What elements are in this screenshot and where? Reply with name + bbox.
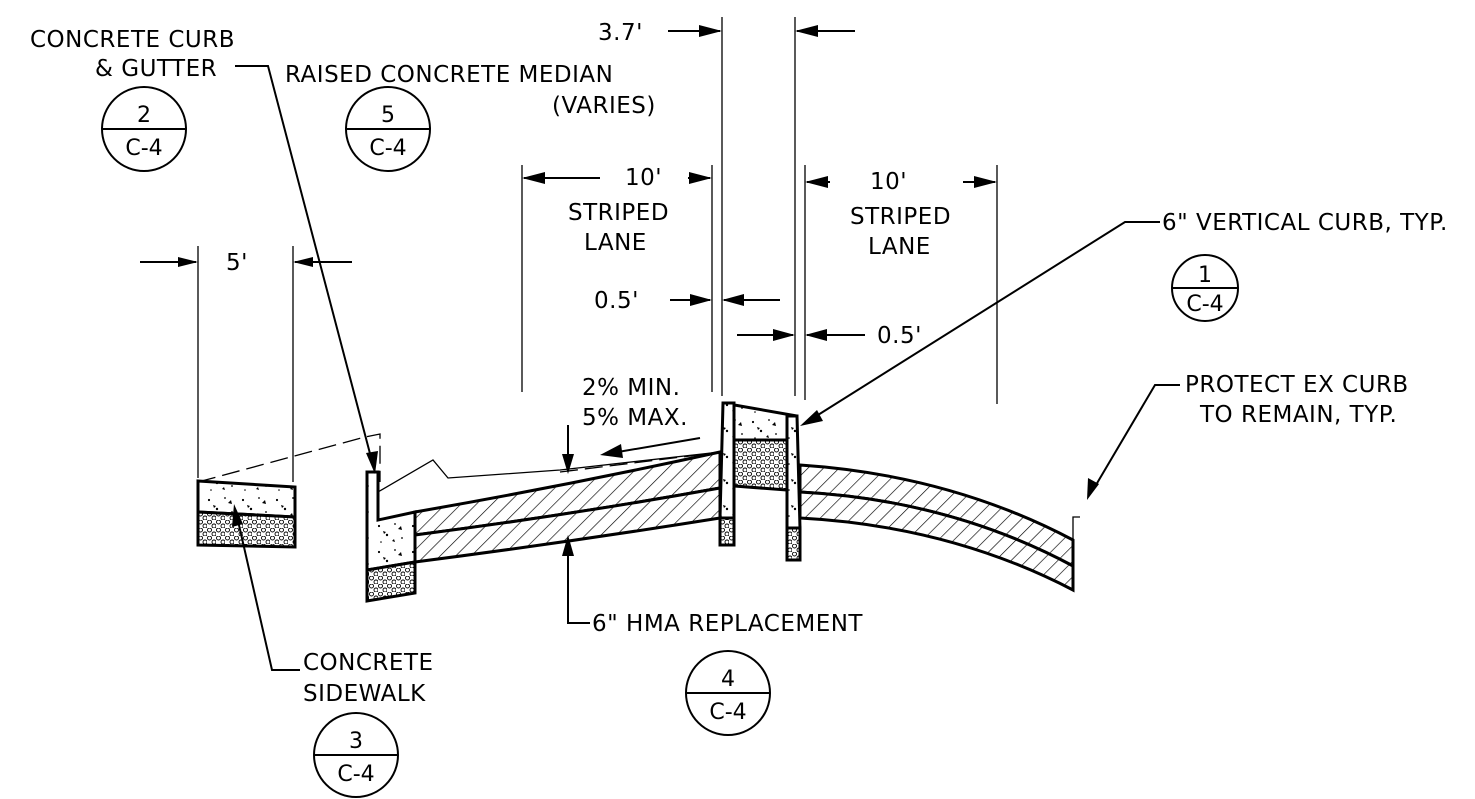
lane-left-label-2: LANE [584, 230, 647, 256]
lane-right-width: 10' [870, 169, 907, 195]
svg-text:C-4: C-4 [709, 700, 746, 725]
lane-right-label-1: STRIPED [850, 204, 951, 230]
sidewalk-width-label: 5' [226, 250, 248, 276]
curb-gutter-label-1: CONCRETE CURB [30, 27, 235, 53]
existing-grade-dashed [197, 433, 381, 483]
lane-left-width: 10' [625, 165, 662, 191]
curb-gutter-base [365, 560, 417, 603]
median-curb-right [785, 414, 802, 530]
protect-curb-label-2: TO REMAIN, TYP. [1199, 402, 1397, 428]
median-label-1: RAISED CONCRETE MEDIAN [285, 62, 613, 88]
median-label-2: (VARIES) [552, 93, 656, 119]
hma-layer-right-lower [798, 490, 1075, 593]
svg-text:C-4: C-4 [337, 762, 374, 787]
offset-right-label: 0.5' [877, 323, 922, 349]
svg-text:2: 2 [137, 103, 151, 128]
curb-gutter-concrete [365, 470, 417, 572]
svg-text:C-4: C-4 [369, 136, 406, 161]
existing-curb-marker [1072, 516, 1080, 540]
vertical-curb-label: 6" VERTICAL CURB, TYP. [1162, 210, 1448, 236]
sidewalk-label-1: CONCRETE [303, 650, 434, 676]
existing-grade-line [377, 451, 721, 493]
median-fill [732, 438, 789, 492]
curb-gutter-label-2: & GUTTER [95, 56, 217, 82]
median-curb-left [718, 401, 736, 520]
svg-text:4: 4 [721, 667, 735, 692]
median-curb-left-base [718, 516, 736, 547]
lane-right-label-2: LANE [868, 234, 931, 260]
sidewalk-base [196, 510, 297, 549]
offset-left-label: 0.5' [594, 288, 639, 314]
detail-bubble-vertical-curb: 1 C-4 [1171, 254, 1239, 322]
svg-text:5: 5 [381, 103, 395, 128]
hma-label: 6" HMA REPLACEMENT [592, 611, 863, 637]
svg-text:C-4: C-4 [1186, 292, 1223, 317]
median-curb-right-base [785, 526, 802, 562]
sidewalk-label-2: SIDEWALK [303, 681, 426, 707]
detail-bubble-hma: 4 C-4 [685, 650, 771, 736]
lane-left-label-1: STRIPED [568, 200, 669, 226]
detail-bubble-curb-gutter: 2 C-4 [101, 86, 187, 172]
median-width-label: 3.7' [598, 20, 643, 46]
detail-bubble-median: 5 C-4 [345, 86, 431, 172]
slope-max-label: 5% MAX. [582, 405, 688, 431]
svg-text:1: 1 [1198, 263, 1212, 288]
svg-text:C-4: C-4 [125, 136, 162, 161]
protect-curb-label-1: PROTECT EX CURB [1185, 372, 1409, 398]
svg-text:3: 3 [349, 729, 363, 754]
existing-grade-dashed-2 [559, 451, 723, 473]
detail-bubble-sidewalk: 3 C-4 [313, 712, 399, 798]
slope-min-label: 2% MIN. [582, 375, 680, 401]
